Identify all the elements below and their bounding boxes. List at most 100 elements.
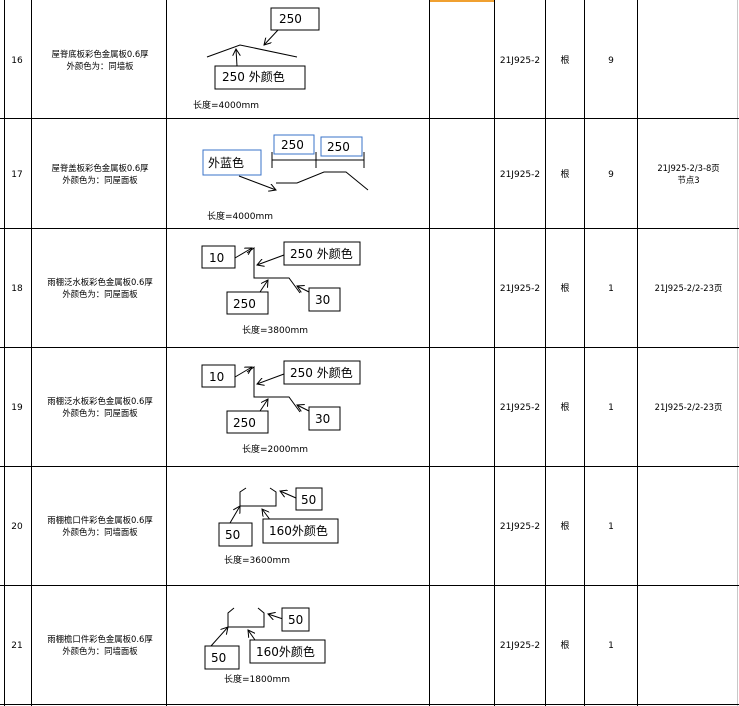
- grid-line: [494, 0, 495, 706]
- dimension-label: 50: [225, 528, 240, 542]
- quantity-cell[interactable]: 1: [608, 522, 614, 532]
- length-label: 长度=2000mm: [242, 443, 308, 455]
- row-number[interactable]: 18: [11, 284, 23, 294]
- item-description-line1[interactable]: 屋脊盖板彩色金属板0.6厚: [51, 163, 149, 173]
- row-number[interactable]: 19: [11, 403, 23, 413]
- unit-cell[interactable]: 根: [560, 403, 570, 413]
- dimension-label: 50: [211, 651, 226, 665]
- standard-code[interactable]: 21J925-2: [499, 403, 541, 413]
- dimension-label: 50: [288, 613, 303, 627]
- reference-note-line1[interactable]: 21J925-2/3-8页: [657, 163, 720, 173]
- quantity-cell[interactable]: 9: [608, 170, 614, 180]
- standard-code[interactable]: 21J925-2: [499, 284, 541, 294]
- dimension-label-box: [226, 410, 269, 434]
- dimension-label-box: [320, 136, 363, 157]
- grid-line: [0, 347, 739, 348]
- row-number[interactable]: 17: [11, 170, 23, 180]
- item-description-line2[interactable]: 外颜色为：同屋面板: [62, 175, 138, 185]
- unit-cell[interactable]: 根: [560, 170, 570, 180]
- dimension-label: 250: [327, 140, 350, 154]
- grid-line: [0, 118, 739, 119]
- unit-cell[interactable]: 根: [560, 56, 570, 66]
- dimension-label: 250: [233, 297, 256, 311]
- grid-line: [0, 466, 739, 467]
- color-label-box: [202, 149, 262, 176]
- standard-code[interactable]: 21J925-2: [499, 170, 541, 180]
- item-description-line1[interactable]: 雨棚泛水板彩色金属板0.6厚: [47, 396, 153, 406]
- grid-line: [737, 0, 738, 706]
- standard-code[interactable]: 21J925-2: [499, 641, 541, 651]
- unit-cell[interactable]: 根: [560, 284, 570, 294]
- grid-line: [0, 704, 739, 705]
- length-label: 长度=4000mm: [193, 99, 259, 111]
- length-label: 长度=3800mm: [242, 324, 308, 336]
- dimension-label: 160外颜色: [269, 523, 328, 538]
- profile-drawing-19: 10 250 外颜色 250 30 长度=2000mm: [201, 360, 361, 455]
- dimension-label-box: [270, 7, 320, 31]
- item-description-line1[interactable]: 雨棚檐口件彩色金属板0.6厚: [47, 634, 153, 644]
- item-description-line2[interactable]: 外颜色为：同墙面板: [62, 646, 138, 656]
- profile-drawing-18: 10 250 外颜色 250 30 长度=3800mm: [201, 241, 361, 336]
- dimension-label-box: [283, 360, 361, 385]
- reference-note-line1[interactable]: 21J925-2/2-23页: [654, 283, 723, 293]
- item-description-line1[interactable]: 雨棚泛水板彩色金属板0.6厚: [47, 277, 153, 287]
- dimension-label: 10: [209, 251, 224, 265]
- item-description-line2[interactable]: 外颜色为：同墙面板: [62, 527, 138, 537]
- selected-column-indicator: [430, 0, 494, 2]
- unit-cell[interactable]: 根: [560, 641, 570, 651]
- unit-cell[interactable]: 根: [560, 522, 570, 532]
- dimension-label: 250 外颜色: [222, 69, 285, 84]
- grid-line: [166, 0, 167, 706]
- dimension-label-box: [308, 287, 341, 312]
- grid-line: [584, 0, 585, 706]
- quantity-cell[interactable]: 9: [608, 56, 614, 66]
- item-description-line2[interactable]: 外颜色为：同屋面板: [62, 408, 138, 418]
- grid-line: [0, 228, 739, 229]
- dimension-label: 250: [281, 138, 304, 152]
- reference-note-line1[interactable]: 21J925-2/2-23页: [654, 402, 723, 412]
- dimension-label: 10: [209, 370, 224, 384]
- grid-line: [429, 0, 430, 706]
- dimension-label-box: [283, 241, 361, 266]
- color-label: 外蓝色: [208, 156, 244, 170]
- length-label: 长度=1800mm: [224, 673, 290, 685]
- quantity-cell[interactable]: 1: [608, 403, 614, 413]
- item-description-line1[interactable]: 屋脊底板彩色金属板0.6厚: [51, 49, 149, 59]
- dimension-label-box: [308, 406, 341, 431]
- dimension-label-box: [273, 134, 315, 155]
- item-description-line1[interactable]: 雨棚檐口件彩色金属板0.6厚: [47, 515, 153, 525]
- dimension-label-box: [262, 518, 339, 544]
- standard-code[interactable]: 21J925-2: [499, 56, 541, 66]
- dimension-label-box: [249, 639, 326, 664]
- dimension-label-box: [226, 291, 269, 315]
- dimension-label: 250 外颜色: [290, 365, 353, 380]
- dimension-label: 30: [315, 293, 330, 307]
- length-label: 长度=4000mm: [207, 210, 273, 222]
- grid-line: [545, 0, 546, 706]
- row-number[interactable]: 16: [11, 56, 23, 66]
- length-label: 长度=3600mm: [224, 554, 290, 566]
- quantity-cell[interactable]: 1: [608, 284, 614, 294]
- dimension-label-box: [214, 65, 306, 90]
- row-number[interactable]: 21: [11, 641, 23, 651]
- profile-drawing-21: 50 50 160外颜色 长度=1800mm: [204, 607, 326, 685]
- profile-drawing-20: 50 50 160外颜色 长度=3600mm: [218, 487, 339, 566]
- dimension-label-box: [295, 487, 323, 511]
- row-number[interactable]: 20: [11, 522, 23, 532]
- quantity-cell[interactable]: 1: [608, 641, 614, 651]
- dimension-label-box: [201, 245, 236, 269]
- dimension-label-box: [204, 645, 240, 670]
- dimension-label: 250: [279, 12, 302, 26]
- standard-code[interactable]: 21J925-2: [499, 522, 541, 532]
- dimension-label: 50: [301, 493, 316, 507]
- dimension-label-box: [218, 522, 253, 547]
- grid-line: [4, 0, 5, 706]
- item-description-line2[interactable]: 外颜色为：同墙板: [66, 61, 134, 71]
- reference-note-line2[interactable]: 节点3: [677, 175, 700, 185]
- dimension-label: 250: [233, 416, 256, 430]
- profile-drawing-17: 250 250 外蓝色 长度=4000mm: [202, 134, 369, 222]
- grid-line: [0, 585, 739, 586]
- item-description-line2[interactable]: 外颜色为：同屋面板: [62, 289, 138, 299]
- dimension-label-box: [201, 364, 236, 388]
